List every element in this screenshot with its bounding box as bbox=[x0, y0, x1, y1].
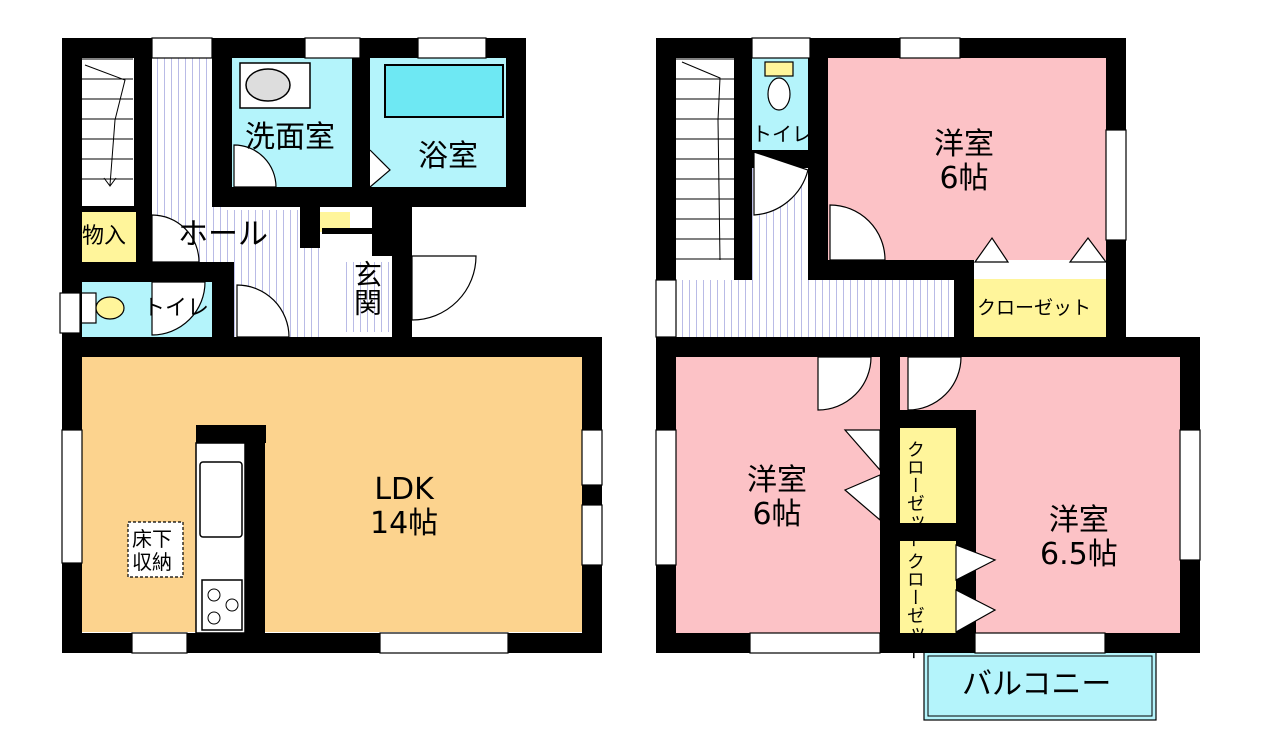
bathtub bbox=[384, 64, 504, 118]
floor1 bbox=[59, 37, 603, 654]
toilet-label-2f: トイレ bbox=[752, 122, 812, 146]
closet-a bbox=[900, 428, 956, 523]
floor2 bbox=[655, 37, 1201, 721]
closet-b-line2: ゼット bbox=[903, 606, 925, 660]
storage-room bbox=[78, 212, 136, 262]
bedroom-sw bbox=[676, 355, 883, 633]
bedroom-ne-name: 洋室 bbox=[934, 127, 994, 162]
hall-2f bbox=[676, 280, 974, 337]
hall-label: ホール bbox=[178, 217, 268, 252]
kitchen-sink bbox=[199, 461, 243, 538]
toilet-fixture-1f bbox=[79, 292, 125, 324]
balcony-label: バルコニー bbox=[962, 667, 1112, 702]
entrance-label: 玄関 bbox=[350, 260, 383, 316]
windows-1f bbox=[59, 37, 603, 654]
bedroom-se-size: 6.5帖 bbox=[1040, 537, 1118, 572]
ldk-label: LDK 14帖 bbox=[370, 475, 438, 539]
windows-2f bbox=[655, 37, 1201, 654]
bathroom-label: 浴室 bbox=[418, 139, 478, 174]
underfloor-line2: 収納 bbox=[132, 550, 172, 574]
doors-1f bbox=[151, 144, 477, 338]
bedroom-se-label: 洋室 6.5帖 bbox=[1040, 506, 1118, 570]
closet-ne bbox=[974, 279, 1106, 337]
cooktop bbox=[201, 579, 243, 631]
bedroom-se-name: 洋室 bbox=[1048, 503, 1109, 538]
underfloor-line1: 床下 bbox=[132, 527, 172, 551]
ldk-size: 14帖 bbox=[370, 506, 439, 541]
storage-label: 物入 bbox=[82, 224, 127, 249]
washroom-label: 洗面室 bbox=[245, 120, 335, 155]
underfloor-storage bbox=[127, 521, 184, 578]
stairs-arrow-1f bbox=[84, 64, 126, 186]
toilet-label-1f: トイレ bbox=[143, 296, 210, 321]
stairs-2f bbox=[676, 57, 734, 262]
closet-a-line2: ゼット bbox=[903, 494, 925, 548]
ldk-room bbox=[78, 355, 582, 632]
underfloor-label: 床下 収納 bbox=[132, 528, 172, 574]
closet-a-line1: クロー bbox=[903, 440, 925, 494]
bedroom-ne bbox=[828, 57, 1106, 260]
bedroom-sw-label: 洋室 6帖 bbox=[747, 466, 807, 530]
closet-ne-label: クローゼット bbox=[977, 297, 1092, 319]
stairs-1f bbox=[78, 57, 133, 187]
balcony bbox=[923, 651, 1157, 721]
closet-a-label: クローゼット bbox=[903, 440, 925, 548]
doors-2f bbox=[753, 151, 1108, 634]
bedroom-ne-size: 6帖 bbox=[939, 161, 989, 196]
closet-b-line1: クロー bbox=[903, 552, 925, 606]
shoe-box-1 bbox=[320, 212, 350, 232]
entrance-text: 玄関 bbox=[350, 260, 383, 316]
bedroom-sw-size: 6帖 bbox=[752, 497, 802, 532]
closet-b-label: クローゼット bbox=[903, 552, 925, 660]
closet-b bbox=[900, 540, 956, 635]
toilet-fixture-2f bbox=[764, 61, 794, 111]
bedroom-sw-name: 洋室 bbox=[747, 463, 807, 498]
ldk-name: LDK bbox=[374, 472, 434, 507]
bedroom-ne-label: 洋室 6帖 bbox=[934, 130, 994, 194]
entrance-floor bbox=[340, 262, 390, 332]
